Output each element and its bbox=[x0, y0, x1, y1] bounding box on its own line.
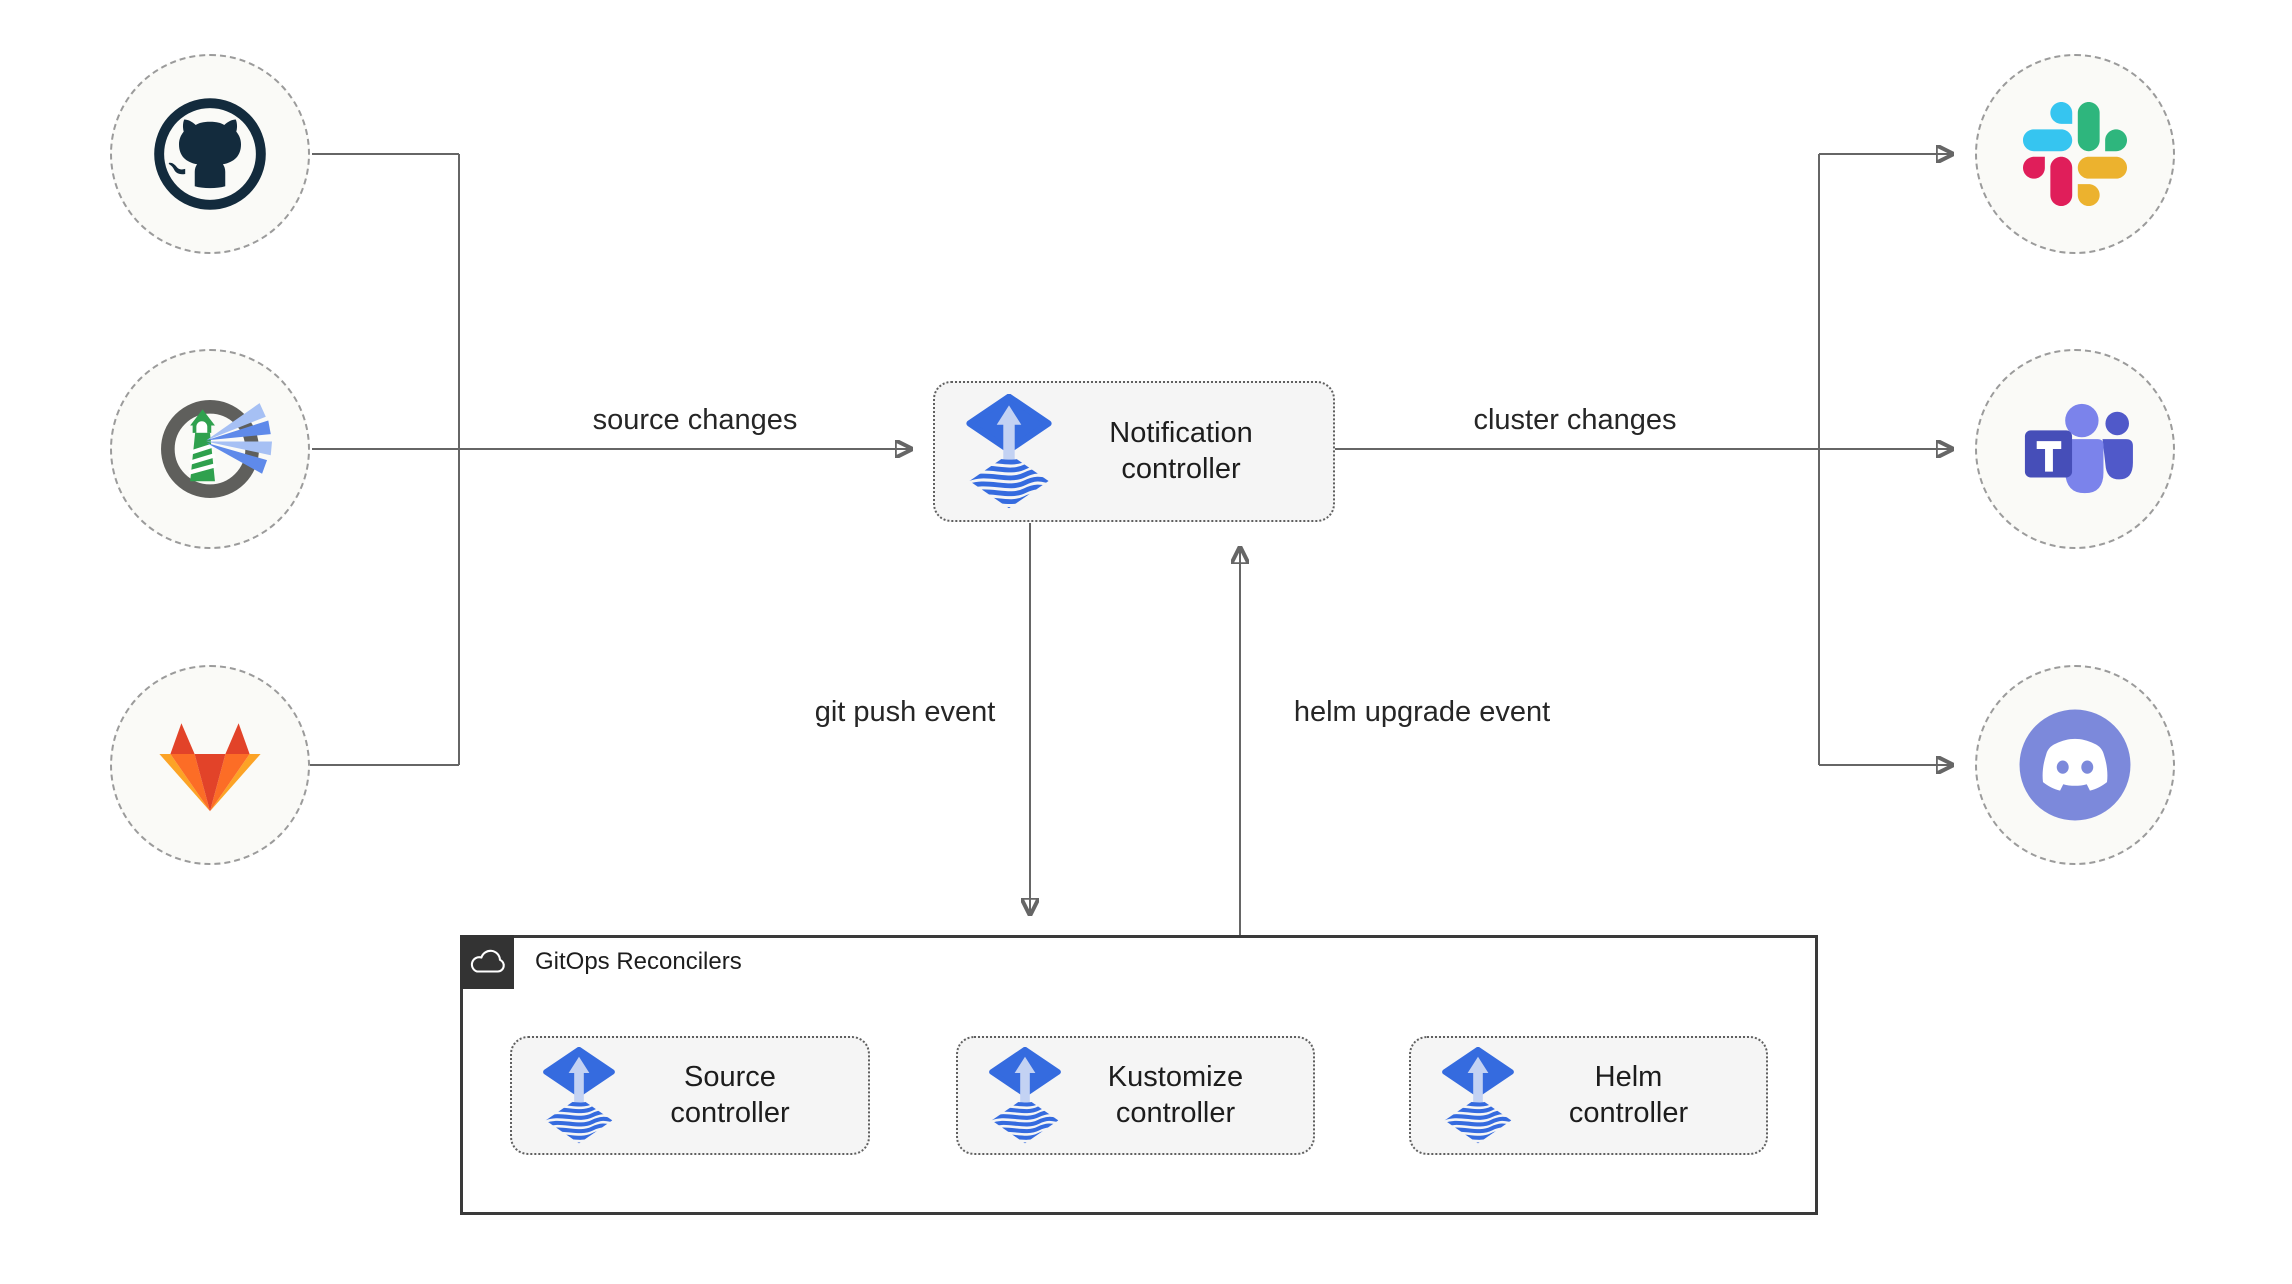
gitops-reconcilers-group: GitOps Reconcilers Source controller bbox=[460, 935, 1818, 1215]
notification-controller-text: Notification controller bbox=[1109, 417, 1253, 485]
kustomize-controller-text: Kustomize controller bbox=[1107, 1061, 1244, 1129]
harbor-icon bbox=[161, 400, 272, 498]
flux-icon bbox=[542, 1046, 616, 1145]
discord-icon bbox=[2019, 709, 2131, 821]
edge-label-source-changes: source changes bbox=[592, 404, 798, 436]
node-github bbox=[110, 54, 310, 254]
helm-controller-text: Helm controller bbox=[1568, 1061, 1689, 1129]
helm-controller-label: Helm controller bbox=[1515, 1060, 1766, 1131]
node-gitlab bbox=[110, 665, 310, 865]
node-discord bbox=[1975, 665, 2175, 865]
node-source-controller: Source controller bbox=[510, 1036, 870, 1155]
edge-label-cluster-changes: cluster changes bbox=[1473, 404, 1677, 436]
node-slack bbox=[1975, 54, 2175, 254]
node-kustomize-controller: Kustomize controller bbox=[956, 1036, 1315, 1155]
node-microsoft-teams bbox=[1975, 349, 2175, 549]
flux-icon bbox=[543, 1046, 615, 1143]
gitops-group-tab bbox=[460, 935, 514, 989]
node-helm-controller: Helm controller bbox=[1409, 1036, 1768, 1155]
source-controller-text: Source controller bbox=[670, 1061, 790, 1129]
slack-icon bbox=[2023, 102, 2127, 206]
flux-icon bbox=[1442, 1046, 1514, 1143]
teams-icon bbox=[2024, 403, 2133, 494]
source-controller-label: Source controller bbox=[616, 1060, 868, 1131]
kustomize-controller-label: Kustomize controller bbox=[1062, 1060, 1313, 1131]
edge-label-helm-upgrade-event: helm upgrade event bbox=[1293, 696, 1551, 728]
flux-icon bbox=[1441, 1046, 1515, 1145]
flux-icon bbox=[966, 393, 1052, 508]
flux-icon bbox=[965, 393, 1053, 510]
flux-icon bbox=[989, 1046, 1061, 1143]
github-icon bbox=[154, 98, 266, 210]
cloud-icon bbox=[470, 949, 505, 973]
flux-icon bbox=[988, 1046, 1062, 1145]
gitops-group-title: GitOps Reconcilers bbox=[535, 948, 742, 975]
notification-controller-label: Notification controller bbox=[1053, 416, 1333, 487]
node-harbor bbox=[110, 349, 310, 549]
node-notification-controller: Notification controller bbox=[933, 381, 1335, 522]
edge-label-git-push-event: git push event bbox=[814, 696, 996, 728]
gitlab-icon bbox=[159, 723, 261, 812]
